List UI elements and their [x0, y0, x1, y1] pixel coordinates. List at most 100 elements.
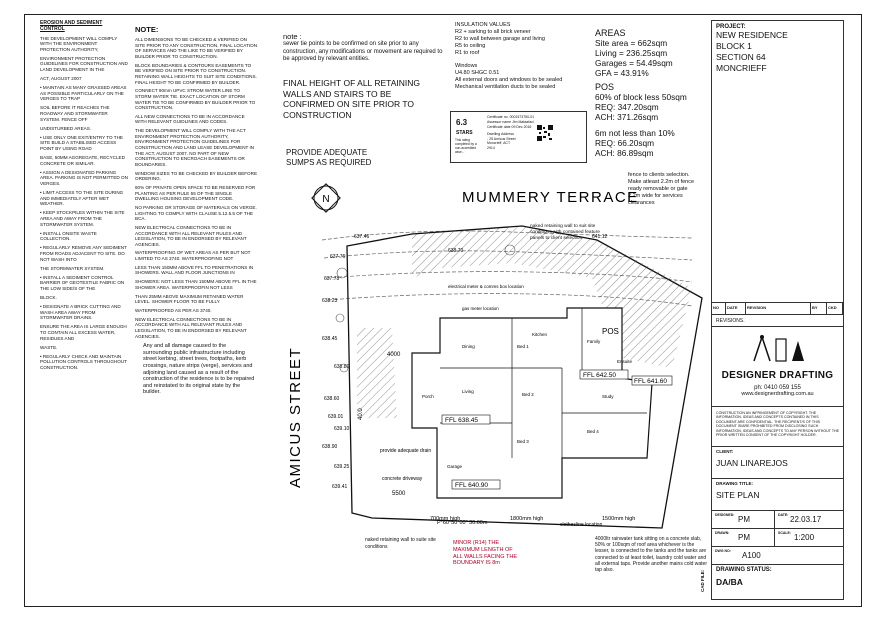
erosion-paragraph: • MAINTAIN AS MANY GRASSED AREAS AS POSS… [40, 85, 127, 102]
spot-level: 639.10 [334, 426, 350, 432]
sewer-note: note : sewer tie points to be confirmed … [283, 32, 443, 64]
dwelling-address: Dwelling Address - 25 Amicus Street Monc… [487, 132, 516, 150]
driveway-label: concrete driveway [382, 476, 423, 482]
electrical-label: electrical meter & comms box location [448, 284, 524, 289]
seal-note-1: All external doors and windows to be sea… [455, 77, 563, 83]
notes-paragraphs: ALL DIMENSIONS TO BE CHECKED & VERIFIED … [135, 37, 257, 339]
h1500-label: 1500mm high [602, 516, 635, 522]
erosion-control-notes: EROSION AND SEDIMENT CONTROL THE DEVELOP… [40, 20, 128, 371]
room-label: Bed 4 [587, 429, 599, 434]
insulation-row: R2 + sarking to all brick veneer [455, 29, 531, 35]
copyright-divider [712, 446, 843, 447]
insulation-values: INSULATION VALUES R2 + sarking to all br… [455, 22, 595, 91]
erosion-paragraph: • ASSIGN A DESIGNATED PARKING AREA. PARK… [40, 169, 128, 186]
pos-title: POS [595, 82, 615, 92]
dwelling [411, 307, 653, 499]
company-phone: ph: 0410 059 155 [754, 385, 801, 391]
tree-icons [335, 244, 516, 373]
spot-level: 639.25 [334, 464, 350, 470]
info-divider [712, 564, 843, 565]
energy-rating-certificate: 6.3 STARS This rating completed by a non… [450, 111, 587, 163]
project-line: SECTION 64 [716, 52, 766, 62]
room-label: Study [602, 394, 614, 399]
note-paragraph: CONNECT 90mm UPVC STROM WATER LINE TO ST… [135, 88, 256, 111]
project-line: MONCRIEFF [716, 63, 767, 73]
sewer-note-text: sewer tie points to be confirmed on site… [283, 41, 443, 62]
erosion-paragraph: UNDISTURBED AREAS. [40, 125, 92, 131]
drawing-title: SITE PLAN [716, 490, 760, 500]
client-name: JUAN LINAREJOS [716, 458, 788, 468]
ffl-garage: FFL 640.90 [455, 482, 488, 489]
spot-level: 638.60 [324, 396, 340, 402]
area-line: Living = 236.25sqm [595, 48, 668, 58]
room-label: Kitchen [532, 332, 548, 337]
cad-file-label: CAD FILE: [700, 569, 705, 592]
erosion-paragraph: SOIL BEFORE IT REACHES THE ROADWAY AND S… [40, 105, 110, 122]
date-label: DATE: [778, 513, 789, 517]
spot-level: 637.46 [354, 234, 370, 240]
note-paragraph: WINDOW SIZES TO BE CHECKED BY BUILDER BE… [135, 170, 258, 182]
dim-4000: 4000 [387, 352, 401, 358]
note-paragraph: BLOCK BOUNDARIES & CONTOURS EASEMENTS TO… [135, 62, 257, 85]
minor-rule-note: MINOR (R14) THE MAXIMUM LENGTH OF ALL WA… [453, 540, 517, 567]
room-label: Family [587, 339, 601, 344]
note-paragraph: THAN 25MM ABOVE MAXIMUM RETAINED WATER L… [135, 293, 244, 305]
scale-value: 1:200 [794, 533, 815, 542]
erosion-paragraph: • DESIGNATE A BRICK CUTTING AND WASH ARE… [40, 304, 121, 321]
north-label: N [322, 194, 329, 205]
note-paragraph: ALL DIMENSIONS TO BE CHECKED & VERIFIED … [135, 37, 258, 59]
revision-header: DATE [726, 302, 746, 314]
note-paragraph: ALL NEW CONNECTIONS TO BE IN ACCORDANCE … [135, 113, 245, 125]
insulation-row: R2 to wall between garage and living [455, 36, 545, 42]
status-value: DA/BA [716, 577, 743, 587]
ffl-tags: FFL 640.90 FFL 642.50 FFL 641.60 FFL 638… [441, 369, 673, 490]
company-logo: DESIGNER DRAFTING ph: 0410 059 155 www.d… [712, 327, 843, 427]
erosion-paragraph: • REGULARLY CHECK AND MAINTAIN POLLUTION… [40, 353, 127, 370]
drawn-value: PM [738, 533, 750, 542]
drawing-info-grid: DESIGNED: PM DATE: 22.03.17 DRAWN: PM SC… [712, 511, 843, 575]
areas-title: AREAS [595, 28, 626, 38]
dim-5500: 5500 [392, 491, 406, 497]
erosion-paragraph: ENSURE THE AREA IS LARGE ENOUGH TO CONTA… [40, 324, 127, 341]
cert-date: Certificate date 09 Dec 2016 [487, 125, 532, 129]
revision-header: CKD [827, 302, 843, 314]
drain-label: provide adequate drain [380, 448, 431, 454]
project-line: BLOCK 1 [716, 41, 752, 51]
revisions-label: REVISIONS. [716, 318, 745, 324]
copyright-note: CONSTRUCTION AN INFRINGEMENT OF COPYRIGH… [716, 411, 840, 438]
erosion-paragraphs: THE DEVELOPMENT WILL COMPLY WITH THE ENV… [40, 36, 128, 371]
area-line: REQ: 347.20sqm [595, 102, 659, 112]
spot-levels: 637.46637.76637.78638.23638.45638.80638.… [322, 234, 608, 490]
designed-label: DESIGNED: [715, 513, 735, 517]
h1800-label: 1800mm high [510, 516, 543, 522]
rating-desc: This rating completed by a non-accredite… [455, 138, 477, 154]
spot-level: 638.45 [322, 336, 338, 342]
logo-divider [712, 406, 843, 407]
room-label: Bed 2 [522, 392, 534, 397]
windows-title: Windows [455, 63, 478, 69]
street-top-label: MUMMERY TERRACE [462, 189, 639, 206]
room-label: Living [462, 389, 474, 394]
area-line: 6m not less than 10% [595, 128, 675, 138]
room-label: Porch [422, 394, 434, 399]
clothesline-label: clothesline location [560, 522, 602, 528]
note-paragraph: NEW ELECTRICAL CONNECTIONS TO BE IN ACCO… [135, 316, 247, 339]
spot-level: 637.78 [324, 276, 340, 282]
area-line: 60% of block less 50sqm [595, 92, 687, 102]
spot-level: 639.41 [332, 484, 348, 490]
star-rating-label: STARS [456, 130, 473, 136]
note-paragraph: THE DEVELOPMENT WILL COMPLY WITH THE ACT… [135, 128, 255, 167]
star-rating: 6.3 [456, 118, 468, 127]
revision-header: NO [712, 302, 726, 314]
dwg-label: DWG NO: [715, 549, 731, 553]
sewer-note-title: note : [283, 32, 302, 41]
revision-header: BY [811, 302, 827, 314]
